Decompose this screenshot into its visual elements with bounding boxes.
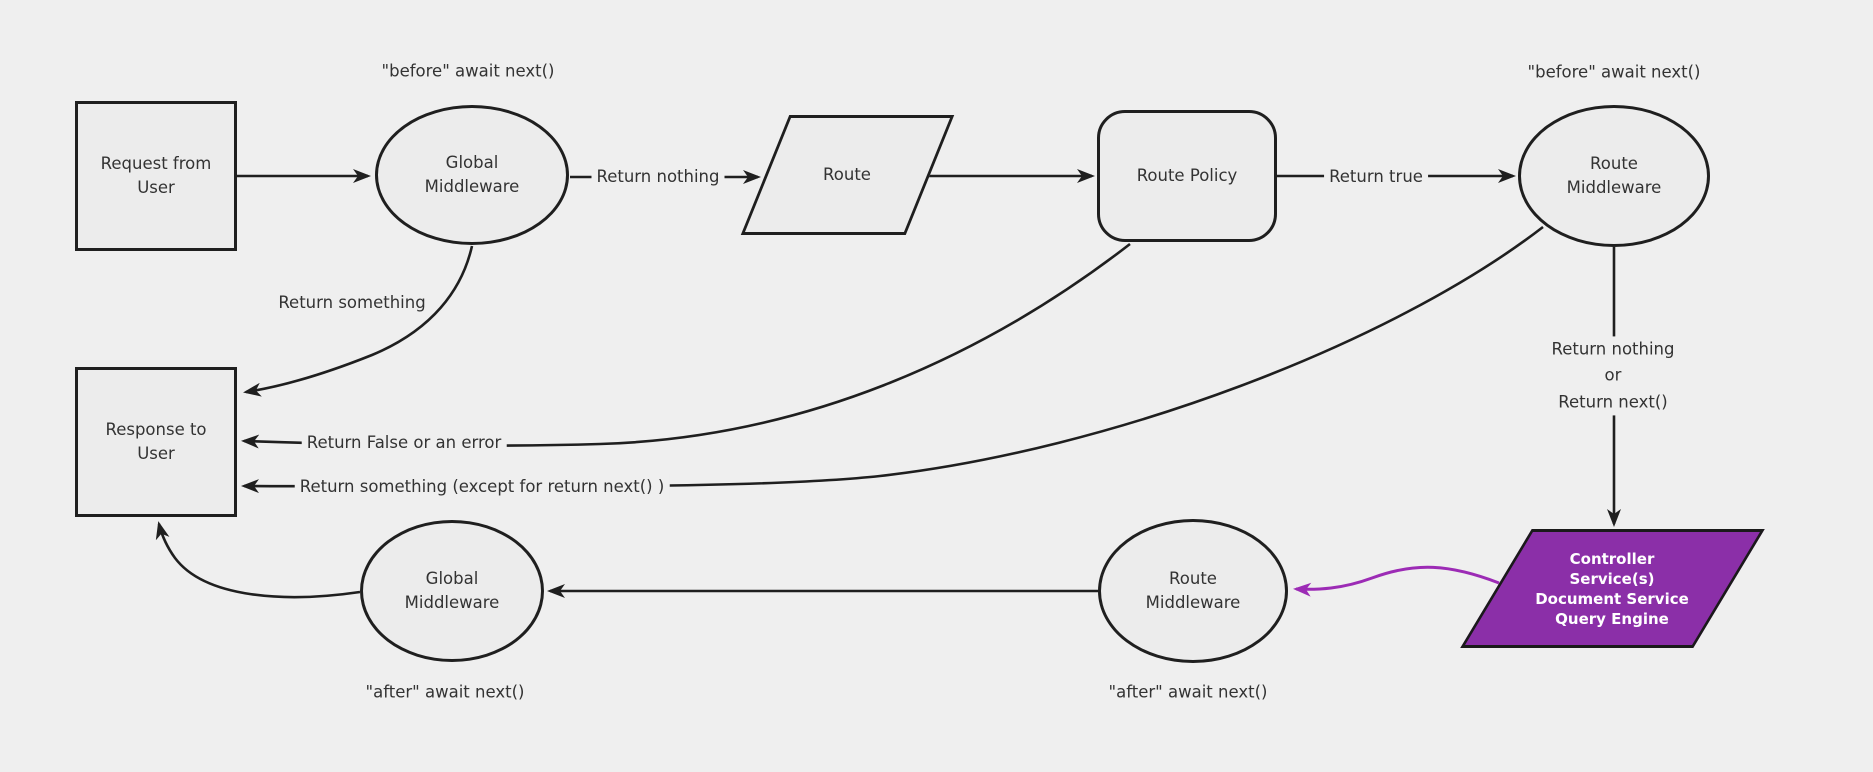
edge-label-return-true: Return true [1324,163,1428,191]
node-route-policy: Route Policy [1097,110,1277,242]
annotation-after-global-middleware: "after" await next() [365,682,525,702]
edge-route-policy-to-response [241,242,1131,449]
node-global-middleware-before-label: Global Middleware [424,153,520,196]
node-route-policy-label: Route Policy [1136,166,1238,186]
edge-global-middleware-to-response [243,245,474,397]
annotation-before-route-middleware: "before" await next() [1527,62,1701,82]
node-controller-services-label: Controller Service(s) Document Service Q… [1535,549,1689,629]
node-request-from-user: Request from User [75,101,237,251]
annotation-after-route-middleware: "after" await next() [1108,682,1268,702]
edge-label-line-return-next: Return next() [1558,392,1668,412]
query-engine-line: Query Engine [1555,610,1669,628]
node-request-from-user-label: Request from User [100,154,212,197]
edge-controller-to-route-middleware-after [1293,565,1500,597]
node-route-label: Route [823,165,871,185]
node-route-middleware-after: Route Middleware [1098,519,1288,663]
node-global-middleware-after-label: Global Middleware [404,569,500,612]
edge-label-return-something-except: Return something (except for return next… [294,473,670,501]
node-response-to-user: Response to User [75,367,237,517]
node-route-middleware-before-label: Route Middleware [1566,154,1662,197]
node-global-middleware-before: Global Middleware [375,105,569,245]
edge-label-return-nothing-or-next: Return nothing or Return next() [1546,336,1680,416]
node-global-middleware-after: Global Middleware [360,520,544,662]
node-response-to-user-label: Response to User [105,420,207,463]
edge-label-return-false-or-error: Return False or an error [301,429,507,457]
edge-label-return-something: Return something [273,289,431,317]
edge-label-line-or: or [1604,365,1622,385]
controller-line: Controller [1569,550,1655,568]
node-route-middleware-before: Route Middleware [1518,105,1710,247]
edge-label-line-return-nothing: Return nothing [1551,339,1675,359]
document-service-line: Document Service [1535,590,1689,608]
annotation-before-global-middleware: "before" await next() [381,61,555,81]
node-route-middleware-after-label: Route Middleware [1145,569,1241,612]
edge-global-middleware-after-to-response [155,521,361,599]
services-line: Service(s) [1569,570,1655,588]
edge-label-return-nothing: Return nothing [591,163,725,191]
